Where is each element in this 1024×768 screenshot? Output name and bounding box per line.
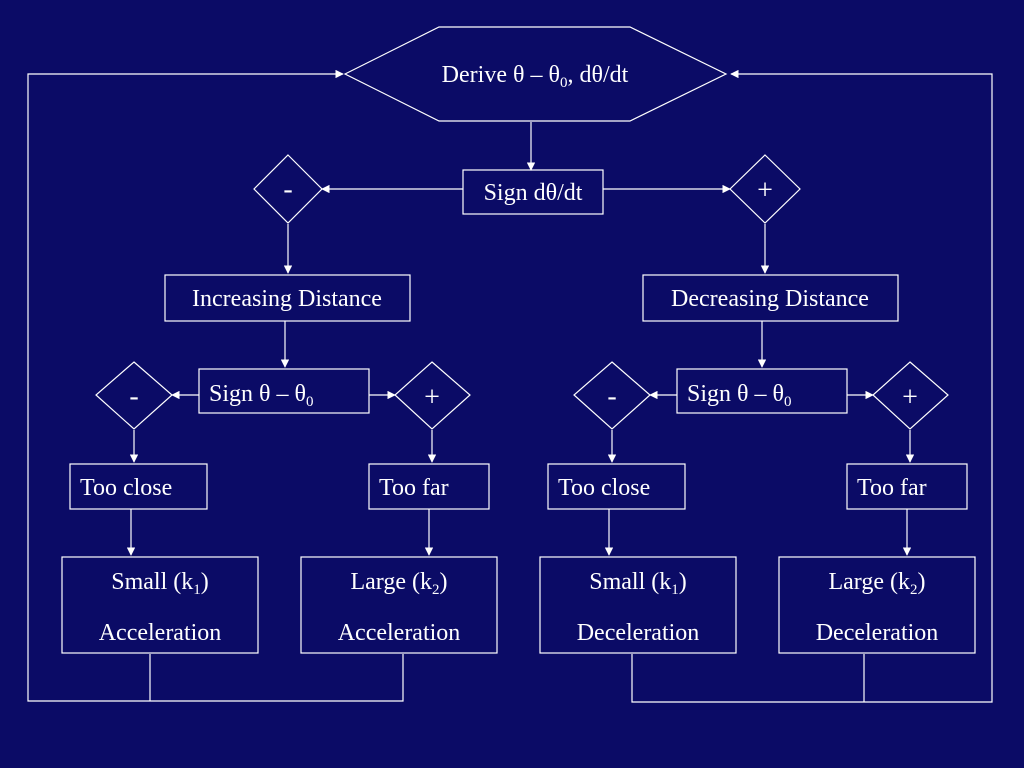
sign-theta-right-label: Sign θ – θ0 bbox=[687, 381, 792, 410]
too-close-left-node: Too close bbox=[69, 463, 208, 510]
large-acceleration-line1: Large (k2) bbox=[350, 569, 447, 598]
plus-top-label: + bbox=[757, 175, 773, 206]
too-far-left-label: Too far bbox=[379, 475, 449, 501]
sign-theta-right-node: Sign θ – θ0 bbox=[676, 368, 848, 414]
minus-left-label: - bbox=[129, 381, 138, 412]
plus-right-label: + bbox=[902, 382, 918, 413]
too-far-right-label: Too far bbox=[857, 475, 927, 501]
plus-left-label: + bbox=[424, 382, 440, 413]
decreasing-distance-label: Decreasing Distance bbox=[671, 286, 869, 312]
too-close-left-label: Too close bbox=[80, 475, 172, 501]
feedback-loop-left bbox=[27, 69, 404, 702]
small-deceleration-line2: Deceleration bbox=[577, 620, 700, 646]
small-acceleration-line2: Acceleration bbox=[99, 620, 222, 646]
small-acceleration-node: Small (k1) Acceleration bbox=[61, 556, 259, 654]
decreasing-distance-node: Decreasing Distance bbox=[642, 274, 899, 322]
large-acceleration-line2: Acceleration bbox=[338, 620, 461, 646]
large-acceleration-node: Large (k2) Acceleration bbox=[300, 556, 498, 654]
large-deceleration-line1: Large (k2) bbox=[828, 569, 925, 598]
minus-top-label: - bbox=[283, 174, 292, 205]
too-close-right-label: Too close bbox=[558, 475, 650, 501]
connectors bbox=[27, 69, 993, 703]
too-close-right-node: Too close bbox=[547, 463, 686, 510]
large-deceleration-line2: Deceleration bbox=[816, 620, 939, 646]
sign-dtheta-node: Sign dθ/dt bbox=[462, 169, 604, 215]
minus-right-label: - bbox=[607, 381, 616, 412]
small-acceleration-line1: Small (k1) bbox=[111, 569, 209, 598]
plus-right-diamond: + bbox=[872, 361, 949, 430]
sign-theta-left-node: Sign θ – θ0 bbox=[198, 368, 370, 414]
derive-node: Derive θ – θ0, dθ/dt bbox=[343, 26, 728, 122]
increasing-distance-label: Increasing Distance bbox=[192, 286, 382, 312]
large-deceleration-node: Large (k2) Deceleration bbox=[778, 556, 976, 654]
plus-top-diamond: + bbox=[729, 154, 801, 224]
plus-left-diamond: + bbox=[394, 361, 471, 430]
too-far-right-node: Too far bbox=[846, 463, 968, 510]
derive-label: Derive θ – θ0, dθ/dt bbox=[442, 62, 629, 91]
increasing-distance-node: Increasing Distance bbox=[164, 274, 411, 322]
minus-left-diamond: - bbox=[95, 361, 173, 430]
small-deceleration-node: Small (k1) Deceleration bbox=[539, 556, 737, 654]
sign-theta-left-label: Sign θ – θ0 bbox=[209, 381, 314, 410]
too-far-left-node: Too far bbox=[368, 463, 490, 510]
small-deceleration-line1: Small (k1) bbox=[589, 569, 687, 598]
minus-right-diamond: - bbox=[573, 361, 651, 430]
minus-top-diamond: - bbox=[253, 154, 323, 224]
feedback-loop-right bbox=[631, 69, 993, 703]
sign-dtheta-label: Sign dθ/dt bbox=[484, 180, 583, 206]
